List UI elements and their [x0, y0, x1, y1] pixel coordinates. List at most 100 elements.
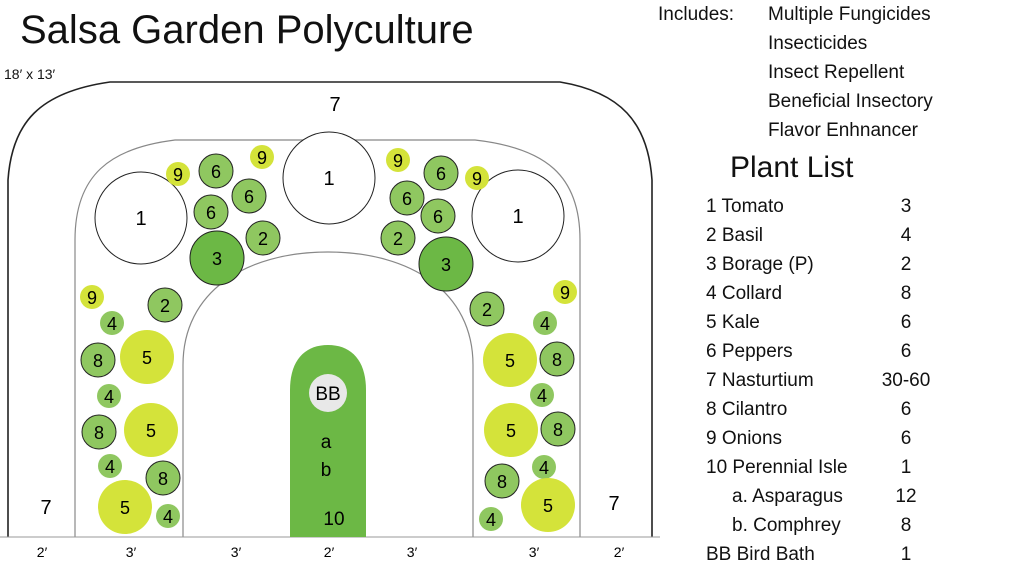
includes-item: Beneficial Insectory: [768, 91, 933, 112]
nasturtium-label-left: 7: [40, 497, 51, 519]
basil-plant: [380, 220, 416, 256]
onion-plant-label: 9: [257, 148, 267, 168]
kale-plant-label: 5: [506, 421, 516, 441]
plant-quantity: 4: [900, 225, 912, 246]
plant-name: BB Bird Bath: [706, 544, 815, 565]
plant-quantity: 6: [900, 399, 912, 420]
bottom-measurement: 3′: [231, 544, 242, 560]
nasturtium-label-top: 7: [329, 94, 340, 116]
cilantro-plant: [80, 342, 116, 378]
nasturtium-label-right: 7: [608, 493, 619, 515]
plant-name: b. Comphrey: [732, 515, 841, 536]
pepper-plant-label: 6: [211, 162, 221, 182]
collard-plant-label: 4: [486, 510, 496, 530]
bottom-measurement: 3′: [407, 544, 418, 560]
bottom-measurement: 2′: [37, 544, 48, 560]
plant-list-row: 5 Kale 6: [706, 308, 1026, 337]
pepper-plant: [389, 180, 425, 216]
kale-plant: [120, 330, 174, 384]
borage-plant-label: 3: [212, 249, 222, 269]
plant-quantity: 12: [895, 486, 917, 507]
plant-quantity: 8: [900, 515, 912, 536]
cilantro-plant: [81, 414, 117, 450]
plant-name: 6 Peppers: [706, 341, 793, 362]
isle-label-b: b: [321, 460, 332, 481]
collard-plant-label: 4: [163, 507, 173, 527]
basil-plant: [147, 287, 183, 323]
plant-name: 7 Nasturtium: [706, 370, 814, 391]
includes-list: Multiple Fungicides Insecticides Insect …: [768, 2, 933, 147]
pepper-plant-label: 6: [402, 189, 412, 209]
measure-layer: 2′3′3′2′3′3′2′: [37, 544, 625, 560]
onion-plant: [80, 285, 104, 309]
onion-plant: [166, 162, 190, 186]
plant-list-row: 3 Borage (P) 2: [706, 250, 1026, 279]
bottom-measurement: 2′: [324, 544, 335, 560]
pepper-plant: [198, 153, 234, 189]
plant-quantity: 2: [900, 254, 912, 275]
includes-item: Flavor Enhnancer: [768, 120, 918, 141]
borage-plant: [418, 236, 474, 292]
plant-list-row: b. Comphrey 8: [706, 511, 1026, 540]
collard-plant-label: 4: [104, 387, 114, 407]
pepper-plant: [231, 178, 267, 214]
plant-name: 4 Collard: [706, 283, 783, 304]
collard-plant: [533, 311, 557, 335]
basil-plant-label: 2: [160, 296, 170, 316]
basil-plant-label: 2: [258, 229, 268, 249]
kale-plant: [124, 403, 178, 457]
plant-list-row: BB Bird Bath 1: [706, 540, 1026, 569]
plant-name: a. Asparagus: [732, 486, 843, 507]
onion-plant-label: 9: [393, 151, 403, 171]
collard-plant-label: 4: [105, 457, 115, 477]
isle-label-a: a: [321, 432, 332, 453]
borage-plant: [189, 230, 245, 286]
tomato-plant: [94, 171, 188, 265]
collard-plant: [532, 455, 556, 479]
onion-plant: [553, 280, 577, 304]
tomato-plant: [282, 131, 376, 225]
pepper-plant-label: 6: [436, 164, 446, 184]
plant-quantity: 1: [900, 544, 912, 565]
bird-bath-label: BB: [315, 384, 340, 405]
isle-label-10: 10: [323, 509, 344, 530]
pepper-plant-label: 6: [244, 187, 254, 207]
collard-plant-label: 4: [540, 314, 550, 334]
kale-plant-label: 5: [142, 348, 152, 368]
plant-quantity: 6: [900, 312, 912, 333]
cilantro-plant-label: 8: [497, 472, 507, 492]
cilantro-plant: [540, 411, 576, 447]
plant-quantity: 6: [900, 341, 912, 362]
tomato-plant-label: 1: [323, 168, 334, 190]
plant-name: 8 Cilantro: [706, 399, 788, 420]
bird-bath: [309, 374, 347, 412]
collard-plant: [100, 311, 124, 335]
cilantro-plant: [539, 341, 575, 377]
basil-plant: [245, 220, 281, 256]
plant-quantity: 6: [900, 428, 912, 449]
borage-plant-label: 3: [441, 255, 451, 275]
pepper-plant-label: 6: [433, 207, 443, 227]
plant-list-row: 8 Cilantro 6: [706, 395, 1026, 424]
pepper-plant: [423, 155, 459, 191]
kale-plant: [521, 478, 575, 532]
plant-quantity: 30-60: [881, 370, 931, 391]
keyhole-path: [182, 251, 474, 537]
plant-name: 5 Kale: [706, 312, 760, 333]
plant-name: 3 Borage (P): [706, 254, 814, 275]
basil-plant: [469, 291, 505, 327]
cilantro-plant-label: 8: [93, 351, 103, 371]
basil-plant-label: 2: [393, 229, 403, 249]
pepper-plant: [420, 198, 456, 234]
bottom-measurement: 3′: [126, 544, 137, 560]
onion-plant-label: 9: [560, 283, 570, 303]
tomato-plant: [471, 169, 565, 263]
plant-name: 1 Tomato: [706, 196, 784, 217]
onion-plant-label: 9: [87, 288, 97, 308]
